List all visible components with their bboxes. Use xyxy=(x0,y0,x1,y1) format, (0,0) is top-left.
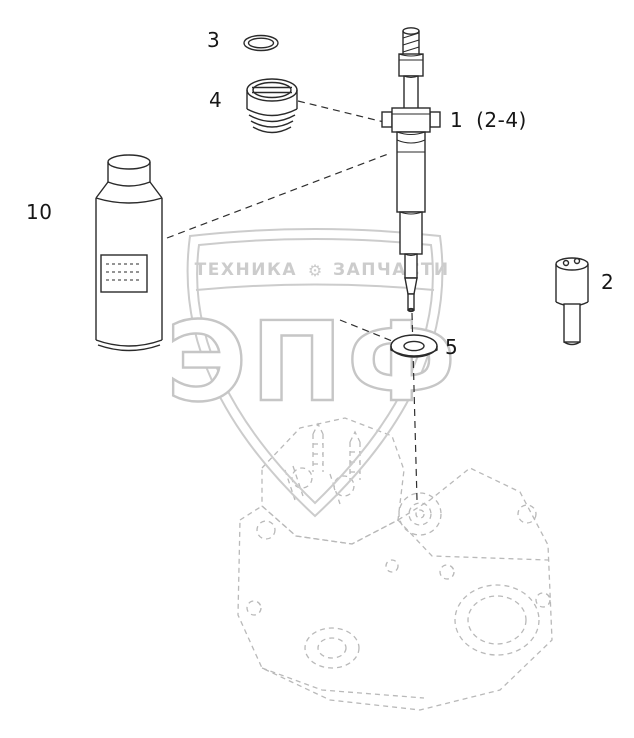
part-5-washer-drawing xyxy=(390,334,438,358)
watermark-right-text: ЗАПЧАСТИ xyxy=(333,260,450,280)
part-4-cap-nut-drawing xyxy=(246,78,298,134)
watermark-left-text: ТЕХНИКА xyxy=(195,260,297,280)
part-label-10: 10 xyxy=(26,200,53,224)
part-label-4: 4 xyxy=(209,88,223,112)
part-10-spray-can-drawing xyxy=(95,154,163,352)
part-1-injector-drawing xyxy=(381,27,441,313)
cylinder-head-ghost-drawing xyxy=(237,417,553,711)
part-3-sealing-ring-drawing xyxy=(243,34,279,52)
watermark-shield: ТЕХНИКА ⚙ ЗАПЧАСТИ ЭПФ xyxy=(165,228,460,518)
gear-icon: ⚙ xyxy=(308,261,322,280)
part-label-5: 5 xyxy=(445,335,459,359)
leader-lines xyxy=(166,100,418,501)
part-label-1: 1 (2-4) xyxy=(450,108,527,132)
part-2-nozzle-element-drawing xyxy=(555,257,589,346)
part-label-2: 2 xyxy=(601,270,615,294)
watermark-big-text: ЭПФ xyxy=(166,298,460,426)
part-label-3: 3 xyxy=(207,28,221,52)
